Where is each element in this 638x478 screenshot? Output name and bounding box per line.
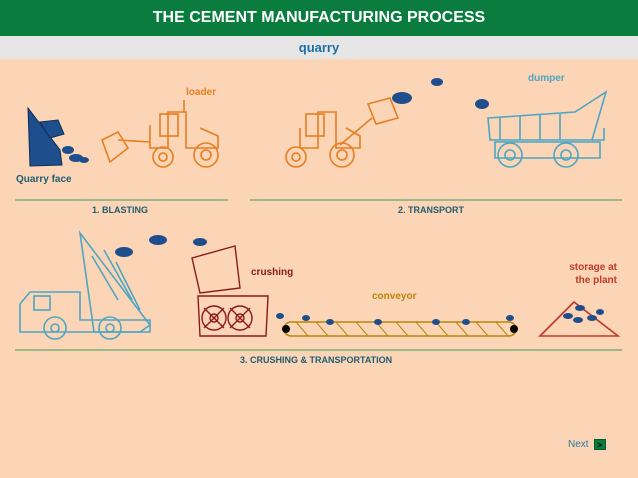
dumper-label: dumper (528, 73, 565, 84)
storage-label-line2: the plant (575, 275, 617, 286)
dumper-illustration (487, 90, 608, 168)
section-title: quarry (298, 40, 340, 55)
conveyor-label: conveyor (372, 291, 417, 302)
crusher-illustration (191, 245, 269, 337)
tipping-dumper-illustration (19, 230, 152, 340)
page-header: THE CEMENT MANUFACTURING PROCESS (0, 0, 638, 36)
arrow-right-icon[interactable]: > (593, 439, 606, 450)
storage-pile-illustration (538, 300, 621, 337)
storage-label-line1: storage at (569, 262, 617, 273)
section-header: quarry (0, 36, 638, 59)
quarry-face-illustration (27, 106, 89, 167)
page-title: THE CEMENT MANUFACTURING PROCESS (152, 9, 486, 26)
step-transport: 2. TRANSPORT (398, 205, 465, 215)
loader-label: loader (186, 87, 217, 98)
conveyor-illustration (282, 321, 518, 337)
crushing-label: crushing (251, 267, 294, 278)
rocks-on-conveyor (276, 313, 514, 325)
loader-illustration-2 (285, 97, 400, 168)
step-blasting: 1. BLASTING (92, 205, 149, 215)
quarry-face-label: Quarry face (16, 174, 72, 185)
loader-illustration-1 (101, 100, 219, 168)
next-button[interactable]: Next > (568, 439, 606, 450)
step-crushing-transport: 3. CRUSHING & TRANSPORTATION (240, 355, 393, 365)
next-label: Next (568, 439, 589, 450)
rocks-in-transit-2 (115, 235, 207, 257)
rocks-in-transit-1 (392, 78, 489, 109)
